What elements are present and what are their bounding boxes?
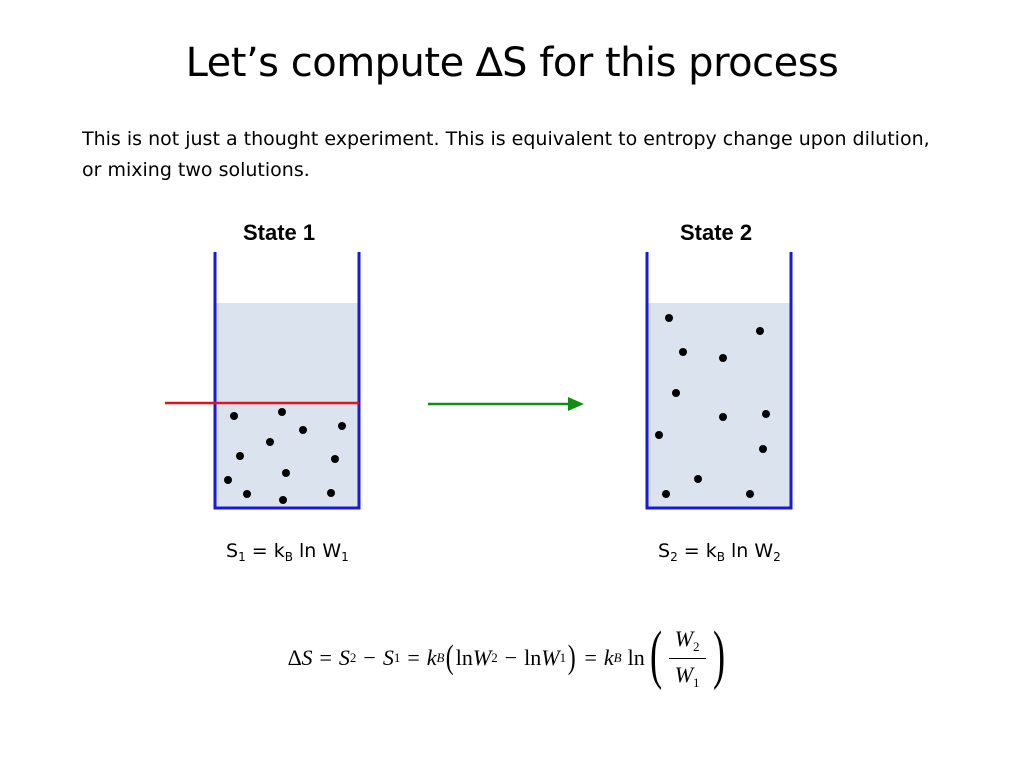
equals-3: = xyxy=(584,645,597,670)
k-2-sub: B xyxy=(613,650,622,665)
minus-2: − xyxy=(504,645,518,670)
state1-label: State 1 xyxy=(243,220,316,245)
state2-particle xyxy=(662,490,670,498)
eq1-ln-w: ln W xyxy=(292,540,342,562)
state1-particle xyxy=(266,438,274,446)
k-1: k xyxy=(426,645,437,670)
state2-particles xyxy=(655,314,770,498)
state1-particle xyxy=(338,422,346,430)
state2-particle xyxy=(679,348,687,356)
eq1-w-sub: 1 xyxy=(341,550,349,564)
state2-particle xyxy=(719,413,727,421)
slide-title: Let’s compute ∆S for this process xyxy=(185,40,839,86)
s1-sub: 1 xyxy=(393,650,401,665)
state2-particle xyxy=(759,445,767,453)
fraction-numerator: W2 xyxy=(668,625,706,659)
state1-particle xyxy=(236,452,244,460)
state2-entropy-equation: S2 = kB ln W2 xyxy=(658,540,781,564)
state1-particle xyxy=(299,426,307,434)
state1-particle xyxy=(243,490,251,498)
state2-particle xyxy=(672,389,680,397)
equals-1: = xyxy=(319,645,332,670)
state1-particle xyxy=(279,496,287,504)
eq1-s: S xyxy=(226,540,239,562)
state1-particle xyxy=(230,412,238,420)
state1-particle xyxy=(327,489,335,497)
eq1-k: = k xyxy=(245,540,285,562)
k-2: k xyxy=(603,645,614,670)
state1-particle xyxy=(278,408,286,416)
big-right-paren: ) xyxy=(712,618,725,691)
left-paren: ( xyxy=(446,639,455,676)
state2-liquid xyxy=(647,303,791,508)
state2-particle xyxy=(746,490,754,498)
eq2-ln-w: ln W xyxy=(724,540,774,562)
w1: W xyxy=(541,645,560,670)
process-arrow-head xyxy=(568,397,584,411)
w2: W xyxy=(472,645,492,670)
eq2-w-sub: 2 xyxy=(773,550,781,564)
frac-num-sub: 2 xyxy=(693,638,700,654)
fraction-denominator: W1 xyxy=(669,659,706,691)
eq2-s: S xyxy=(658,540,671,562)
k-1-sub: B xyxy=(436,650,445,665)
delta-symbol: ∆ xyxy=(288,645,302,670)
right-paren: ) xyxy=(567,639,576,676)
minus-1: − xyxy=(363,645,376,670)
state1-beaker xyxy=(213,252,361,510)
state1-particles xyxy=(224,408,346,504)
state2-particle xyxy=(665,314,673,322)
w2-sub: 2 xyxy=(491,650,498,665)
state2-particle xyxy=(762,410,770,418)
eq2-k: = k xyxy=(677,540,717,562)
frac-num-w: W xyxy=(674,625,694,651)
w-ratio-fraction: W2 W1 xyxy=(668,625,706,691)
ln-3: ln xyxy=(627,645,645,670)
big-left-paren: ( xyxy=(649,618,662,691)
ln-1: ln xyxy=(455,645,473,670)
frac-den-sub: 1 xyxy=(693,674,700,690)
state2-particle xyxy=(694,475,702,483)
state1-liquid xyxy=(215,303,359,508)
ln-2: ln xyxy=(524,645,542,670)
s2-sub: 2 xyxy=(349,650,357,665)
state2-beaker xyxy=(645,252,793,510)
state2-particle xyxy=(655,431,663,439)
state2-label: State 2 xyxy=(680,220,753,245)
eq2-k-sub: B xyxy=(716,550,725,564)
intro-text: This is not just a thought experiment. T… xyxy=(82,128,930,181)
state1-particle xyxy=(224,476,232,484)
state1-entropy-equation: S1 = kB ln W1 xyxy=(226,540,349,564)
s1: S xyxy=(382,645,394,670)
delta-s: S xyxy=(301,645,313,670)
state2-particle xyxy=(719,354,727,362)
s2: S xyxy=(338,645,350,670)
state2-particle xyxy=(756,327,764,335)
eq2-s-sub: 2 xyxy=(670,550,678,564)
state1-particle xyxy=(282,469,290,477)
w1-sub: 1 xyxy=(559,650,567,665)
eq1-k-sub: B xyxy=(284,550,293,564)
eq1-s-sub: 1 xyxy=(238,550,246,564)
frac-den-w: W xyxy=(674,661,694,687)
state1-particle xyxy=(331,455,339,463)
equals-2: = xyxy=(407,645,420,670)
